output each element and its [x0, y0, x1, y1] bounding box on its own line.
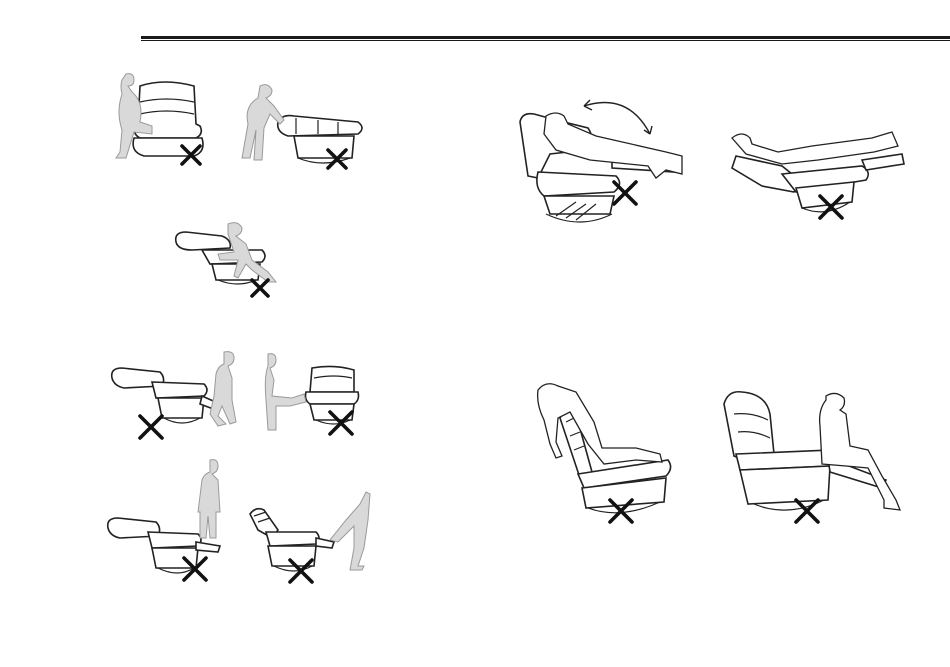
- illustration-lift-by-footrest: [238, 80, 368, 172]
- prohibited-x-icon: [250, 278, 270, 303]
- prohibited-x-icon: [326, 148, 348, 175]
- illustration-stand-on-footrest: [106, 456, 246, 582]
- prohibited-x-icon: [794, 498, 820, 529]
- illustration-lean-over-from-behind: [530, 378, 676, 524]
- illustration-rock-reclined: [516, 92, 688, 232]
- illustration-sit-on-armrest: [104, 72, 214, 172]
- prohibited-x-icon: [182, 556, 208, 587]
- prohibited-x-icon: [608, 498, 634, 529]
- prohibited-x-icon: [138, 414, 164, 445]
- prohibited-x-icon: [612, 180, 638, 211]
- illustration-stand-near-reclined: [108, 348, 248, 440]
- prohibited-x-icon: [288, 558, 314, 589]
- illustration-lean-over-back: [172, 220, 290, 298]
- header-rule-thin: [141, 40, 950, 41]
- illustration-sit-on-footrest: [718, 384, 904, 524]
- prohibited-x-icon: [328, 410, 354, 441]
- prohibited-x-icon: [180, 144, 202, 171]
- prohibited-x-icon: [818, 194, 844, 225]
- illustration-lie-fully-reclined: [722, 122, 912, 222]
- illustration-push-footrest-with-foot: [246, 490, 376, 582]
- header-rule: [141, 36, 950, 39]
- illustration-kick-footrest: [262, 350, 362, 436]
